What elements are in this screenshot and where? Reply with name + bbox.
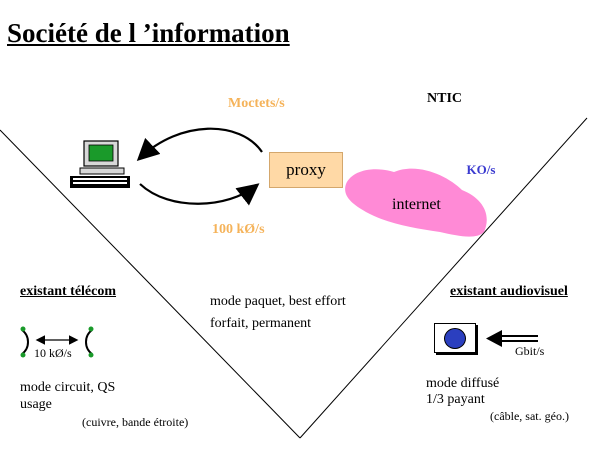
bold-arrow-icon — [486, 330, 538, 347]
speed-10-label: 10 kØ/s — [34, 346, 72, 360]
computer-icon — [70, 140, 130, 188]
phone-left-icon — [21, 329, 29, 355]
phone-left-dot — [20, 352, 26, 358]
tv-icon — [434, 323, 476, 353]
mode-circuit-text: mode circuit, QS — [20, 380, 116, 395]
existant-telecom-heading: existant télécom — [20, 284, 117, 299]
mode-paquet-text: mode paquet, best effort — [210, 294, 346, 309]
proxy-box: proxy — [269, 152, 343, 188]
v-right-line — [299, 117, 588, 439]
proxy-label: proxy — [286, 160, 326, 179]
phone-left-dot — [20, 326, 26, 332]
usage-text: usage — [20, 397, 52, 412]
ko-speed-label: KO/s — [466, 162, 496, 177]
payant-text: 1/3 payant — [426, 392, 485, 407]
internet-label: internet — [392, 196, 441, 213]
mode-diffuse-text: mode diffusé — [426, 376, 500, 391]
cable-note: (câble, sat. géo.) — [490, 409, 569, 423]
ko-box: KO/s — [458, 158, 504, 182]
speed-100-label: 100 kØ/s — [212, 222, 265, 237]
tv-dot-icon — [444, 328, 466, 349]
gbit-label: Gbit/s — [515, 344, 545, 358]
cuivre-note: (cuivre, bande étroite) — [82, 415, 189, 429]
existant-audiovisuel-heading: existant audiovisuel — [450, 284, 568, 299]
page-title: Société de l ’information — [7, 18, 290, 48]
phone-right-icon — [85, 329, 93, 355]
v-left-line — [0, 129, 301, 439]
internet-cloud-shape — [345, 168, 487, 237]
curved-arrow-icon — [136, 127, 263, 162]
phone-right-dot — [88, 326, 94, 332]
ntic-label: NTIC — [427, 91, 463, 106]
forfait-text: forfait, permanent — [210, 316, 312, 331]
speed-moctets-label: Moctets/s — [228, 96, 285, 111]
curved-arrow-icon — [139, 183, 260, 206]
phone-right-dot — [88, 352, 94, 358]
